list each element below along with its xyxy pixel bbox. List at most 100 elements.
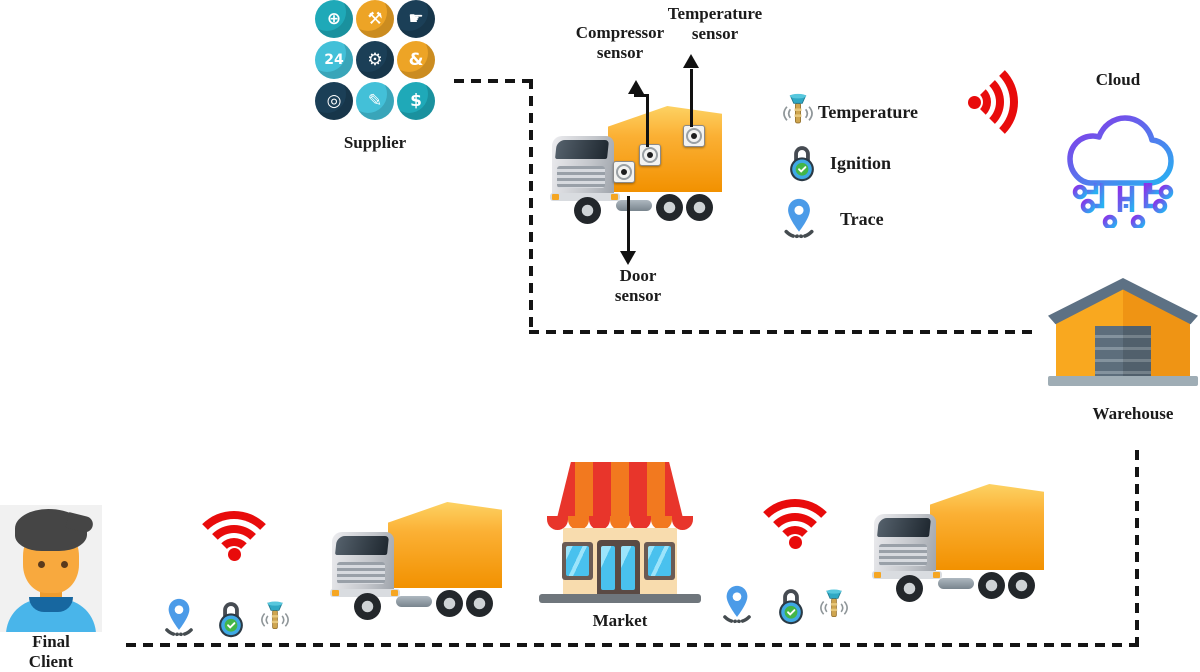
door-sensor-arrowhead: [620, 251, 636, 265]
supplier-oil-pump-icon: ⚙: [356, 41, 394, 79]
trace-pin-icon: [160, 597, 198, 637]
market-window: [644, 542, 675, 580]
wifi-signal-icon: [189, 503, 279, 567]
temperature-sensor-arrowhead: [683, 54, 699, 68]
truck-cargo-box: [388, 502, 502, 588]
avatar-collar: [29, 597, 73, 612]
temperature-sensor-icon: [259, 600, 291, 635]
avatar-eye: [61, 561, 68, 568]
truck-fuel-tank: [396, 596, 432, 607]
truck-windshield: [555, 140, 609, 159]
warehouse-base: [1048, 376, 1198, 386]
supplier-clipboard-icon: ✎: [356, 82, 394, 120]
market-awning: [557, 462, 683, 518]
door-sensor-label: Door sensor: [614, 266, 662, 306]
supplier-label: Supplier: [343, 133, 407, 152]
window-glass: [648, 546, 671, 576]
glyph: ⊕: [326, 9, 342, 29]
door-sensor-arrow: [627, 196, 630, 252]
final-client-avatar: [0, 505, 102, 632]
delivery-truck: [550, 100, 726, 226]
door-glass: [621, 546, 635, 590]
truck-cargo-box: [930, 484, 1044, 570]
ignition-lock-icon: [214, 598, 248, 639]
glyph: ⚒: [367, 9, 383, 29]
final-client-label: Final Client: [28, 632, 74, 672]
ignition-lock-icon: [774, 585, 808, 626]
truck-wheel: [466, 590, 493, 617]
temperature-sensor-arrow: [690, 69, 693, 127]
connector-supplier-down: [529, 79, 533, 332]
legend-temperature-label: Temperature: [818, 102, 918, 122]
truck-fuel-tank: [938, 578, 974, 589]
truck-wheel: [656, 194, 683, 221]
market-window: [562, 542, 593, 580]
trace-pin-icon: [779, 197, 819, 239]
supplier-globe-icon: ⊕: [315, 0, 353, 38]
legend-trace-label: Trace: [840, 209, 884, 229]
warehouse-icon: [1048, 278, 1198, 386]
door-sensor-device: [613, 161, 635, 183]
truck-windshield: [335, 536, 389, 555]
supplier-24h-icon: 24: [315, 41, 353, 79]
truck-wheel: [574, 197, 601, 224]
glyph: ⚙: [367, 50, 383, 70]
truck-grille: [557, 166, 605, 188]
supplier-pointing-hand-icon: ☛: [397, 0, 435, 38]
supplier-world-network-icon: ◎: [315, 82, 353, 120]
compressor-sensor-device: [639, 144, 661, 166]
market-store-icon: [539, 462, 701, 604]
delivery-truck: [872, 478, 1048, 604]
truck-wheel: [978, 572, 1005, 599]
connector-truck-to-warehouse: [529, 330, 1034, 334]
temperature-sensor-label: Temperature sensor: [667, 4, 763, 44]
truck-wheel: [354, 593, 381, 620]
supplier-icon-grid: ⊕ ⚒ ☛ 24 ⚙ & ◎ ✎ $: [315, 0, 435, 120]
avatar-eye: [38, 561, 45, 568]
truck-wheel: [1008, 572, 1035, 599]
truck-grille: [337, 562, 385, 584]
compressor-sensor-arrow-elbow: [634, 94, 649, 97]
glyph: ✎: [367, 91, 383, 111]
truck-wheel: [686, 194, 713, 221]
delivery-truck: [330, 496, 506, 622]
truck-fuel-tank: [616, 200, 652, 211]
warehouse-label: Warehouse: [1092, 404, 1174, 423]
connector-bottom-route: [126, 643, 1139, 647]
legend-ignition-label: Ignition: [830, 153, 892, 173]
truck-grille: [879, 544, 927, 566]
supplier-handshake-icon: &: [397, 41, 435, 79]
ignition-lock-icon: [785, 142, 819, 183]
wifi-signal-icon: [928, 57, 1026, 147]
glyph: ◎: [326, 91, 342, 111]
market-awning-scallops: [547, 516, 694, 530]
avatar-hair: [15, 509, 87, 551]
glyph: 24: [324, 52, 344, 68]
connector-supplier-to-truck: [454, 79, 532, 83]
market-label: Market: [592, 611, 648, 630]
market-base: [539, 594, 701, 603]
cloud-label: Cloud: [1095, 70, 1141, 89]
glyph: ☛: [408, 9, 424, 29]
truck-windshield: [877, 518, 931, 537]
supplier-crane-icon: ⚒: [356, 0, 394, 38]
window-glass: [566, 546, 589, 576]
cloud-computing-icon: [1050, 100, 1182, 228]
compressor-sensor-arrow: [646, 95, 649, 147]
connector-warehouse-down: [1135, 450, 1139, 647]
market-door: [597, 540, 640, 596]
temperature-sensor-icon: [818, 588, 850, 623]
compressor-sensor-label: Compressor sensor: [575, 23, 665, 63]
wifi-signal-icon: [750, 491, 840, 555]
door-glass: [601, 546, 615, 590]
compressor-sensor-arrowhead: [628, 80, 644, 94]
truck-wheel: [436, 590, 463, 617]
trace-pin-icon: [718, 584, 756, 624]
glyph: $: [410, 91, 422, 111]
truck-wheel: [896, 575, 923, 602]
supplier-invoice-icon: $: [397, 82, 435, 120]
temperature-sensor-icon: [781, 92, 815, 130]
warehouse-door: [1095, 326, 1151, 378]
temperature-sensor-device: [683, 125, 705, 147]
